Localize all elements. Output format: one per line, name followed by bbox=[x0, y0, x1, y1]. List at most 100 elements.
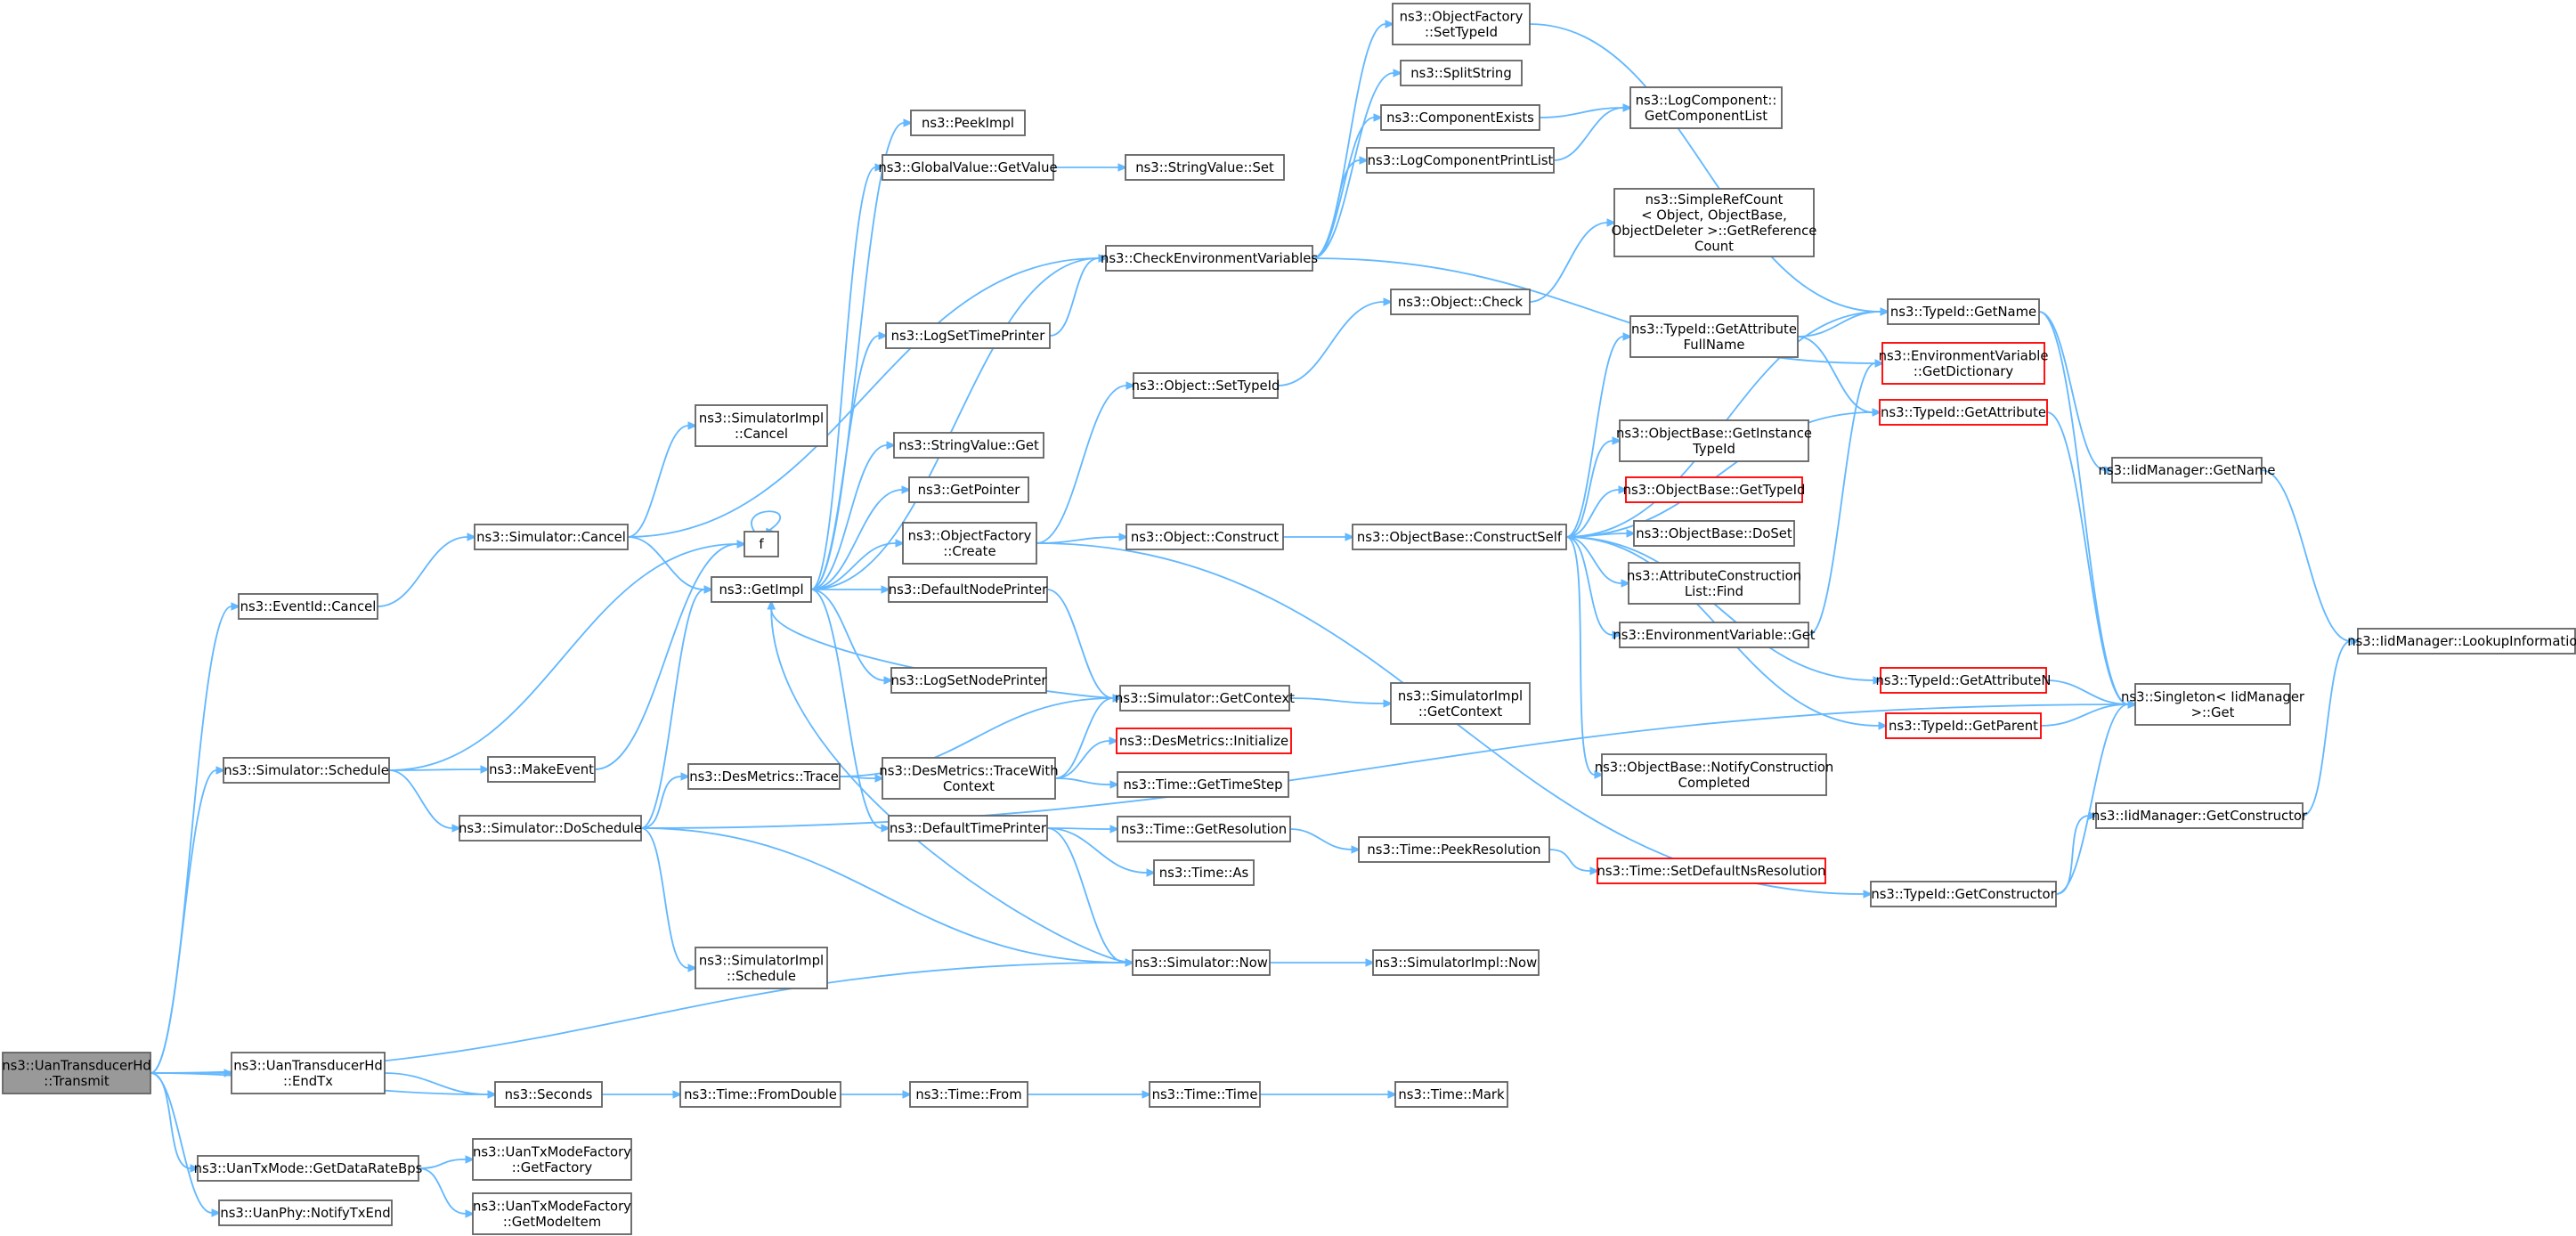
graph-node-n53[interactable]: ns3::ObjectBase::GetTypeId bbox=[1623, 476, 1806, 503]
graph-node-n8[interactable]: ns3::MakeEvent bbox=[487, 756, 596, 783]
graph-node-n5[interactable]: ns3::CheckEnvironmentVariables bbox=[1101, 245, 1318, 272]
graph-node-n1[interactable]: ns3::EventId::Cancel bbox=[238, 593, 378, 620]
node-label: ns3::LogComponent:: bbox=[1636, 93, 1777, 108]
graph-node-n30[interactable]: ns3::Time::From bbox=[909, 1081, 1028, 1108]
graph-node-n60[interactable]: ns3::TypeId::GetName bbox=[1887, 298, 2040, 325]
graph-node-n66[interactable]: ns3::IidManager::GetName bbox=[2099, 457, 2276, 484]
node-box bbox=[1105, 245, 1313, 272]
node-box bbox=[1870, 881, 2057, 907]
graph-node-n10[interactable]: ns3::UanTransducerHd::EndTx bbox=[231, 1052, 386, 1094]
graph-node-n13[interactable]: ns3::UanPhy::NotifyTxEnd bbox=[218, 1199, 393, 1226]
graph-node-n16[interactable]: ns3::SimulatorImpl::Schedule bbox=[695, 947, 828, 989]
graph-node-n35[interactable]: ns3::DesMetrics::Initialize bbox=[1116, 728, 1292, 754]
graph-node-n43[interactable]: ns3::ComponentExists bbox=[1380, 104, 1540, 131]
node-label: ns3::ObjectFactory bbox=[1400, 9, 1524, 24]
graph-node-n24[interactable]: ns3::GetPointer bbox=[908, 476, 1029, 503]
graph-node-n58[interactable]: ns3::Time::SetDefaultNsResolution bbox=[1597, 858, 1826, 884]
graph-node-n17[interactable]: ns3::Time::FromDouble bbox=[679, 1081, 841, 1108]
edge-n46-n56 bbox=[1565, 536, 1622, 639]
graph-node-n26[interactable]: ns3::DefaultNodePrinter bbox=[888, 576, 1048, 603]
graph-node-n12[interactable]: ns3::UanTxMode::GetDataRateBps bbox=[194, 1155, 423, 1182]
graph-node-n40[interactable]: ns3::Time::Time bbox=[1149, 1081, 1261, 1108]
graph-node-n39[interactable]: ns3::SimulatorImpl::Now bbox=[1372, 949, 1540, 976]
graph-node-n63[interactable]: ns3::TypeId::GetAttributeN bbox=[1876, 667, 2052, 694]
node-label: ns3::UanTxModeFactory bbox=[473, 1199, 631, 1214]
graph-node-n48[interactable]: ns3::Time::PeekResolution bbox=[1358, 836, 1550, 863]
graph-node-n37[interactable]: ns3::Time::GetResolution bbox=[1117, 816, 1291, 842]
graph-node-n45[interactable]: ns3::Object::Check bbox=[1390, 289, 1531, 315]
graph-node-n36[interactable]: ns3::Time::GetTimeStep bbox=[1117, 771, 1289, 798]
node-label: < Object, ObjectBase, bbox=[1641, 207, 1787, 223]
graph-node-n47[interactable]: ns3::SimulatorImpl::GetContext bbox=[1390, 682, 1531, 725]
node-label: ns3::Object::SetTypeId bbox=[1132, 378, 1280, 394]
graph-node-n64[interactable]: ns3::TypeId::GetParent bbox=[1885, 712, 2042, 739]
graph-node-n68[interactable]: ns3::IidManager::GetConstructor bbox=[2092, 802, 2308, 829]
edge-n43-n59 bbox=[1539, 103, 1633, 118]
graph-node-n33[interactable]: ns3::Object::Construct bbox=[1125, 524, 1284, 550]
graph-node-n22[interactable]: ns3::LogSetTimePrinter bbox=[885, 322, 1051, 349]
graph-node-n0[interactable]: ns3::UanTransducerHd::Transmit bbox=[2, 1052, 151, 1094]
graph-node-n2[interactable]: ns3::Simulator::Cancel bbox=[474, 524, 629, 550]
node-label: ns3::TypeId::GetAttribute bbox=[1631, 321, 1797, 337]
graph-node-n29[interactable]: ns3::DefaultTimePrinter bbox=[888, 815, 1048, 842]
graph-node-n41[interactable]: ns3::ObjectFactory::SetTypeId bbox=[1392, 3, 1531, 45]
graph-node-n31[interactable]: ns3::StringValue::Set bbox=[1125, 154, 1285, 181]
graph-node-n54[interactable]: ns3::ObjectBase::DoSet bbox=[1633, 520, 1795, 547]
graph-node-n57[interactable]: ns3::ObjectBase::NotifyConstructionCompl… bbox=[1595, 753, 1834, 796]
node-box bbox=[1879, 399, 2048, 426]
graph-node-n44[interactable]: ns3::LogComponentPrintList bbox=[1366, 147, 1555, 174]
node-label: ns3::Time::Mark bbox=[1398, 1087, 1505, 1102]
graph-node-n27[interactable]: ns3::LogSetNodePrinter bbox=[890, 667, 1047, 694]
graph-node-n50[interactable]: ns3::SimpleRefCount< Object, ObjectBase,… bbox=[1612, 188, 1817, 257]
graph-node-n9[interactable]: ns3::Simulator::DoSchedule bbox=[459, 815, 642, 842]
node-label: FullName bbox=[1684, 337, 1745, 353]
node-box bbox=[1400, 60, 1523, 86]
graph-node-n67[interactable]: ns3::Singleton< IidManager>::Get bbox=[2121, 683, 2305, 726]
graph-node-n14[interactable]: ns3::Simulator::Now bbox=[1132, 949, 1271, 976]
node-label: ns3::Simulator::Cancel bbox=[476, 530, 626, 545]
graph-node-n11[interactable]: ns3::Seconds bbox=[494, 1081, 603, 1108]
graph-node-n38[interactable]: ns3::Time::As bbox=[1153, 859, 1255, 886]
node-label: ns3::ObjectBase::GetTypeId bbox=[1623, 483, 1806, 498]
graph-node-n59[interactable]: ns3::LogComponent::GetComponentList bbox=[1629, 86, 1783, 129]
graph-node-n49[interactable]: ns3::Time::Mark bbox=[1394, 1081, 1508, 1108]
graph-node-n4[interactable]: ns3::SimulatorImpl::Cancel bbox=[695, 404, 828, 447]
graph-node-n18[interactable]: ns3::UanTxModeFactory::GetFactory bbox=[472, 1138, 632, 1181]
graph-node-n56[interactable]: ns3::EnvironmentVariable::Get bbox=[1613, 622, 1816, 648]
edge-n5-n41 bbox=[1312, 20, 1395, 259]
edge-n21-n31 bbox=[1053, 163, 1128, 172]
edge-n6-n9 bbox=[388, 769, 462, 833]
graph-node-n32[interactable]: ns3::Object::SetTypeId bbox=[1132, 372, 1280, 399]
node-box bbox=[1619, 419, 1809, 462]
node-label: ns3::ObjectFactory bbox=[908, 528, 1032, 543]
node-box bbox=[902, 522, 1037, 565]
node-box bbox=[1132, 949, 1271, 976]
graph-node-n25[interactable]: ns3::ObjectFactory::Create bbox=[902, 522, 1037, 565]
node-label: ns3::Simulator::GetContext bbox=[1115, 691, 1295, 706]
graph-node-n20[interactable]: ns3::PeekImpl bbox=[910, 110, 1026, 136]
node-box bbox=[487, 756, 596, 783]
graph-node-n69[interactable]: ns3::IidManager::LookupInformation bbox=[2347, 628, 2576, 655]
graph-node-n42[interactable]: ns3::SplitString bbox=[1400, 60, 1523, 86]
graph-node-n62[interactable]: ns3::TypeId::GetAttribute bbox=[1879, 399, 2048, 426]
node-label: ns3::SimulatorImpl bbox=[699, 411, 824, 426]
node-label: ns3::UanTransducerHd bbox=[233, 1058, 382, 1073]
graph-node-n15[interactable]: ns3::DesMetrics::Trace bbox=[687, 763, 841, 790]
graph-node-n3[interactable]: ns3::GetImpl bbox=[711, 576, 812, 603]
graph-node-n23[interactable]: ns3::StringValue::Get bbox=[893, 432, 1044, 459]
graph-node-n34[interactable]: ns3::Simulator::GetContext bbox=[1115, 685, 1295, 712]
node-box bbox=[459, 815, 642, 842]
graph-node-n21[interactable]: ns3::GlobalValue::GetValue bbox=[878, 154, 1058, 181]
graph-node-n19[interactable]: ns3::UanTxModeFactory::GetModeItem bbox=[472, 1192, 632, 1235]
graph-node-n7[interactable]: f bbox=[744, 531, 779, 557]
graph-node-n61[interactable]: ns3::EnvironmentVariable::GetDictionary bbox=[1879, 342, 2049, 385]
graph-node-n46[interactable]: ns3::ObjectBase::ConstructSelf bbox=[1352, 524, 1567, 550]
node-box bbox=[218, 1199, 393, 1226]
node-label: ns3::IidManager::GetConstructor bbox=[2092, 809, 2308, 824]
graph-node-n6[interactable]: ns3::Simulator::Schedule bbox=[223, 757, 390, 784]
graph-node-n65[interactable]: ns3::TypeId::GetConstructor bbox=[1870, 881, 2057, 907]
